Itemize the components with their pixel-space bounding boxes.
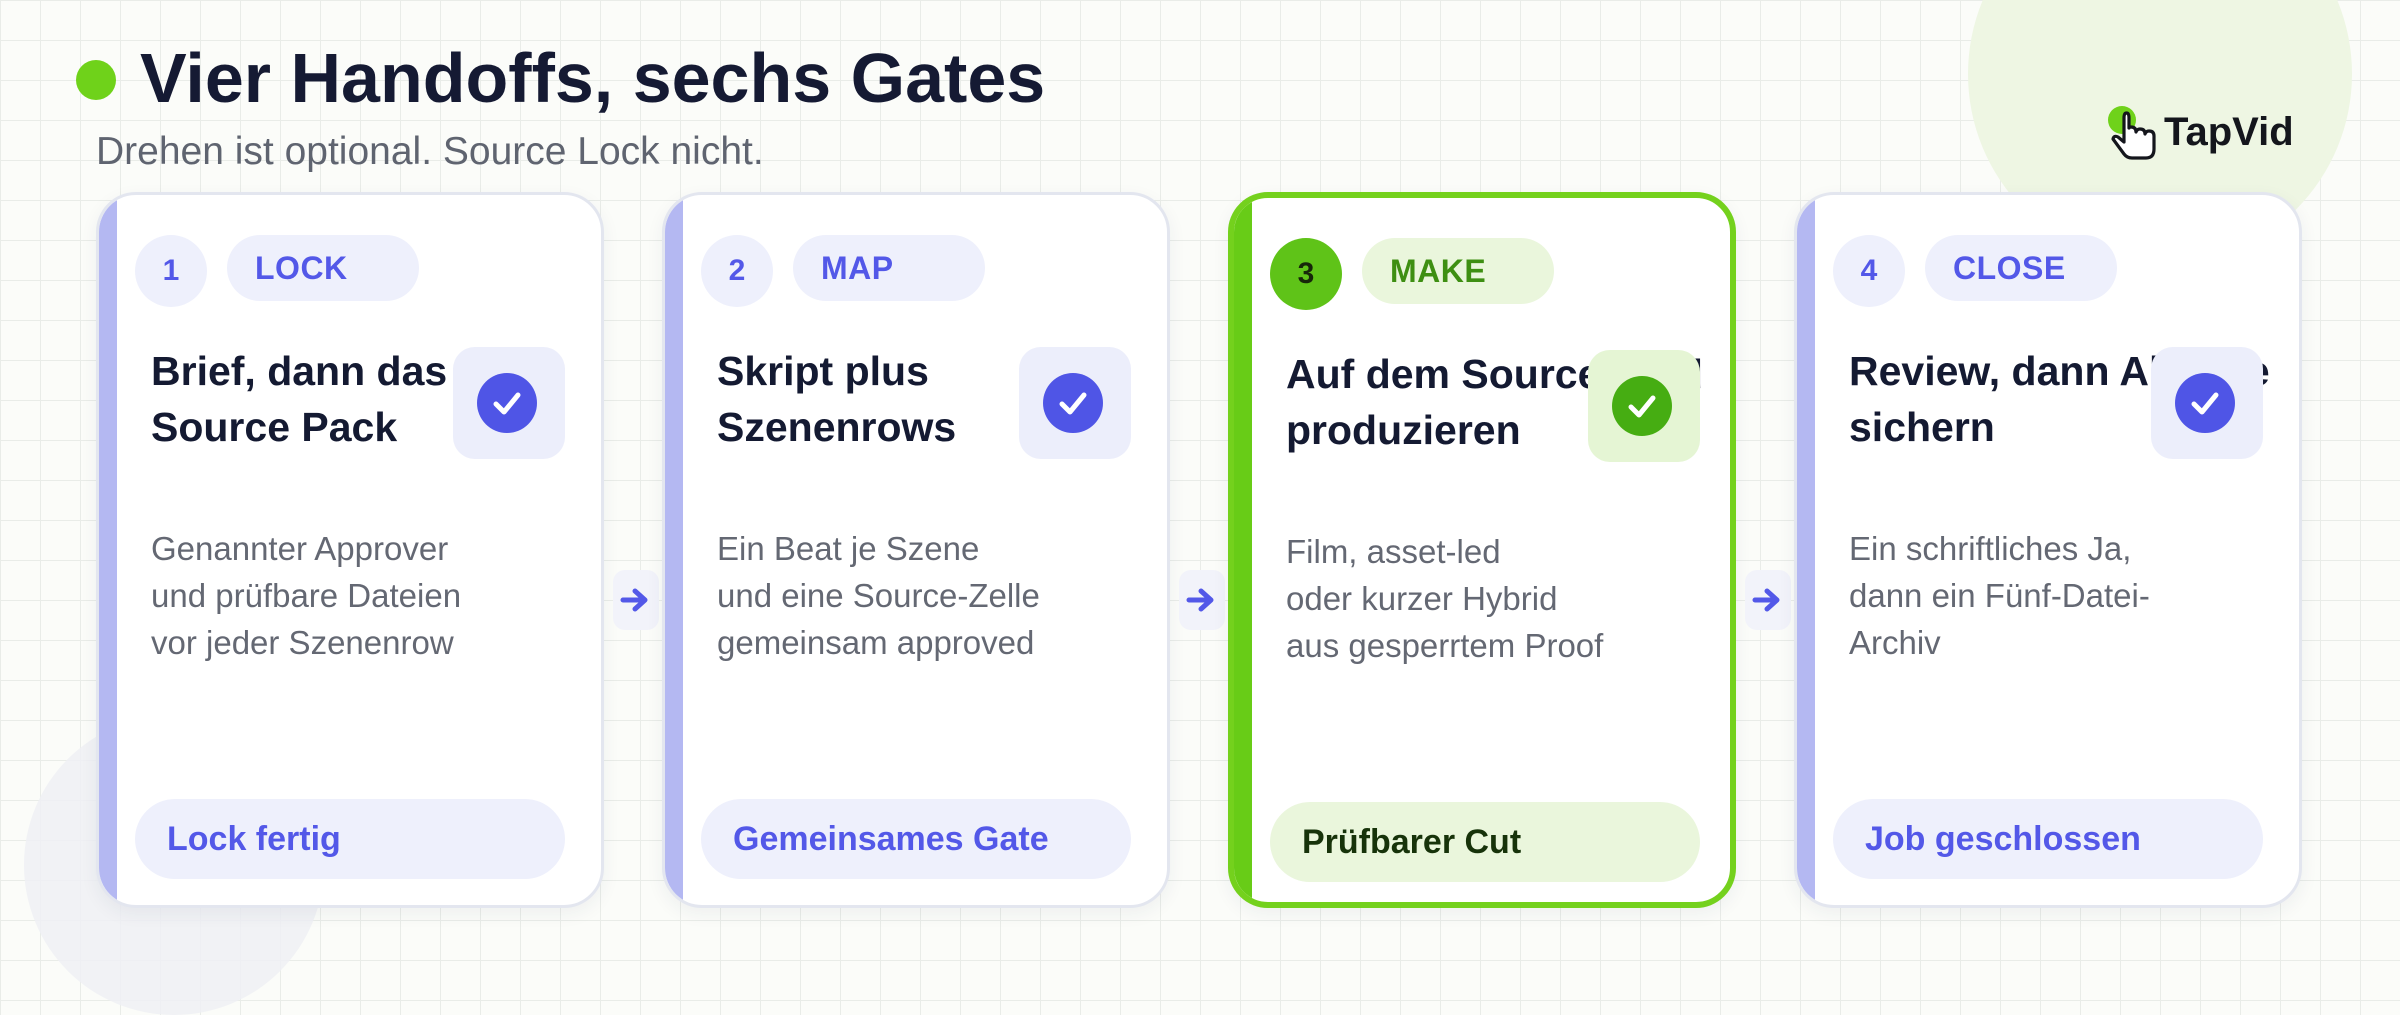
card-accent-bar [99,195,117,905]
arrow-right-icon [1179,570,1225,630]
step-status-pill: Lock fertig [135,799,565,879]
check-circle-icon [2175,373,2235,433]
arrow-right-icon [1745,570,1791,630]
step-tag-pill: LOCK [227,235,419,301]
step-number-badge: 2 [701,235,773,307]
step-description: Film, asset-led oder kurzer Hybrid aus g… [1286,533,1604,664]
step-card-close: 4 CLOSE Review, dann Abgabe sichern Ein … [1794,192,2302,908]
step-card-lock: 1 LOCK Brief, dann das Source Pack Genan… [96,192,604,908]
check-circle-icon [1043,373,1103,433]
page-title: Vier Handoffs, sechs Gates [140,39,1046,117]
step-card-map: 2 MAP Skript plus Szenenrows Ein Beat je… [662,192,1170,908]
step-number-badge: 3 [1270,238,1342,310]
step-status-pill: Job geschlossen [1833,799,2263,879]
step-tag-pill: CLOSE [1925,235,2117,301]
title-bullet-dot [76,60,116,100]
check-tile [2151,347,2263,459]
step-status-pill: Prüfbarer Cut [1270,802,1700,882]
step-title: Skript plus Szenenrows [717,348,957,450]
step-number-badge: 4 [1833,235,1905,307]
check-tile [1588,350,1700,462]
check-circle-icon [1612,376,1672,436]
card-accent-bar [665,195,683,905]
step-tag-pill: MAP [793,235,985,301]
step-title: Brief, dann das Source Pack [151,348,448,450]
step-description: Ein Beat je Szene und eine Source-Zelle … [717,530,1040,661]
step-description: Genannter Approver und prüfbare Dateien … [151,530,462,661]
step-card-make: 3 MAKE Auf dem Source-Pfad produzieren F… [1228,192,1736,908]
page-subtitle: Drehen ist optional. Source Lock nicht. [96,130,764,173]
card-accent-bar [1234,198,1252,902]
card-accent-bar [1797,195,1815,905]
step-tag-pill: MAKE [1362,238,1554,304]
pointer-hand-icon [2106,100,2162,164]
step-number-badge: 1 [135,235,207,307]
step-status-pill: Gemeinsames Gate [701,799,1131,879]
check-circle-icon [477,373,537,433]
step-description: Ein schriftliches Ja, dann ein Fünf-Date… [1849,530,2150,661]
arrow-right-icon [613,570,659,630]
check-tile [1019,347,1131,459]
brand-logo: TapVid [2106,100,2306,164]
brand-name: TapVid [2164,109,2294,154]
check-tile [453,347,565,459]
